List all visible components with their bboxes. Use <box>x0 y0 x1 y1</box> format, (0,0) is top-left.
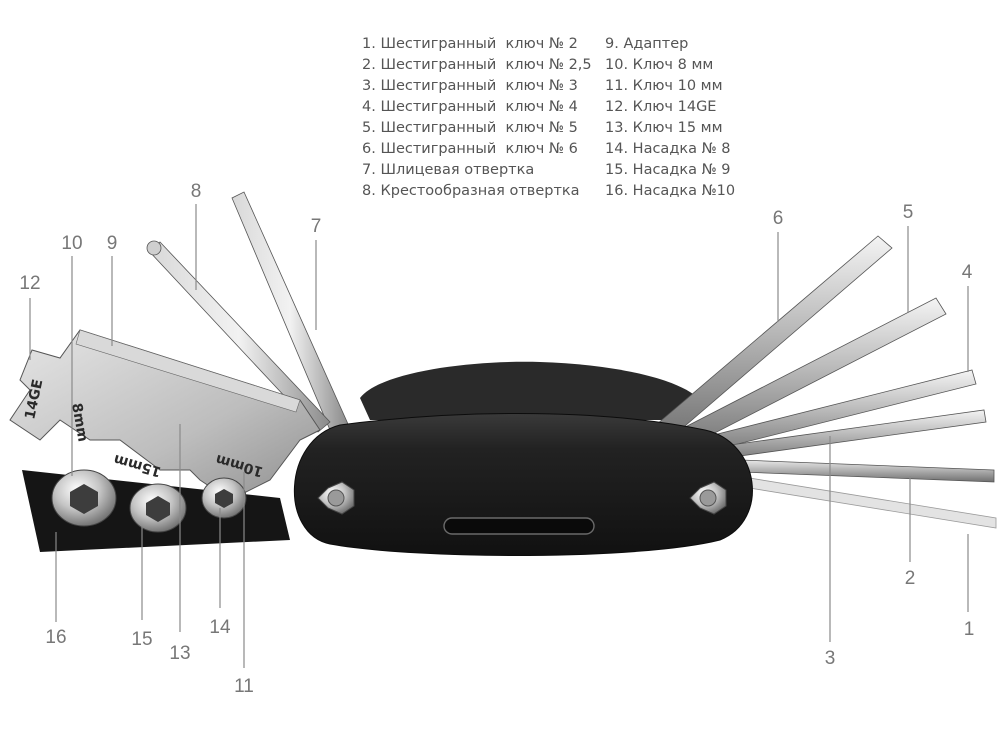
callout-14: 14 <box>209 617 231 638</box>
legend-item: 7. Шлицевая отвертка <box>362 162 535 178</box>
legend-item: 13. Ключ 15 мм <box>605 120 723 136</box>
callout-2: 2 <box>905 568 916 589</box>
legend-left-column: 1. Шестигранный ключ № 2 2. Шестигранный… <box>362 34 592 202</box>
legend-item: 6. Шестигранный ключ № 6 <box>362 141 578 157</box>
legend-item: 4. Шестигранный ключ № 4 <box>362 99 578 115</box>
legend-item: 5. Шестигранный ключ № 5 <box>362 120 578 136</box>
socket-8 <box>201 477 247 519</box>
legend-item: 12. Ключ 14GE <box>605 99 717 115</box>
phillips-screwdriver <box>146 240 331 433</box>
callout-16: 16 <box>45 627 66 648</box>
legend-item: 9. Адаптер <box>605 36 689 52</box>
legend-item: 15. Насадка № 9 <box>605 162 731 178</box>
callout-6: 6 <box>773 208 784 229</box>
wrench-plate: 14GE 8mm 15mm 10mm <box>9 329 321 501</box>
legend-item: 3. Шестигранный ключ № 3 <box>362 78 578 94</box>
callout-5: 5 <box>903 202 914 223</box>
legend-item: 14. Насадка № 8 <box>605 141 731 157</box>
callout-15: 15 <box>131 629 152 650</box>
legend-right-column: 9. Адаптер 10. Ключ 8 мм 11. Ключ 10 мм … <box>605 34 735 202</box>
callout-12: 12 <box>19 273 40 294</box>
rear-handle-plate <box>360 361 700 420</box>
engraving-8mm: 8mm <box>68 402 91 443</box>
callout-10: 10 <box>61 233 82 254</box>
right-bolt <box>689 481 727 515</box>
callout-7: 7 <box>311 216 322 237</box>
legend-item: 16. Насадка №10 <box>605 183 736 199</box>
socket-10 <box>51 469 117 527</box>
legend-item: 8. Крестообразная отвертка <box>362 183 580 199</box>
callout-13: 13 <box>169 643 190 664</box>
callout-11: 11 <box>234 676 254 697</box>
callout-numbers: 1 2 3 4 5 6 7 8 9 10 11 12 13 14 15 16 <box>19 181 974 697</box>
socket-9 <box>129 483 187 533</box>
callout-8: 8 <box>191 181 202 202</box>
handle-slot <box>443 517 595 535</box>
legend-item: 2. Шестигранный ключ № 2,5 <box>362 57 592 73</box>
callout-3: 3 <box>825 648 836 669</box>
callout-9: 9 <box>107 233 118 254</box>
front-handle <box>293 413 753 557</box>
legend-item: 1. Шестигранный ключ № 2 <box>362 36 578 52</box>
leader-lines <box>29 204 969 668</box>
legend-item: 11. Ключ 10 мм <box>605 78 723 94</box>
legend-item: 10. Ключ 8 мм <box>605 57 714 73</box>
callout-4: 4 <box>962 262 973 283</box>
left-bolt <box>317 481 355 515</box>
callout-1: 1 <box>964 619 975 640</box>
